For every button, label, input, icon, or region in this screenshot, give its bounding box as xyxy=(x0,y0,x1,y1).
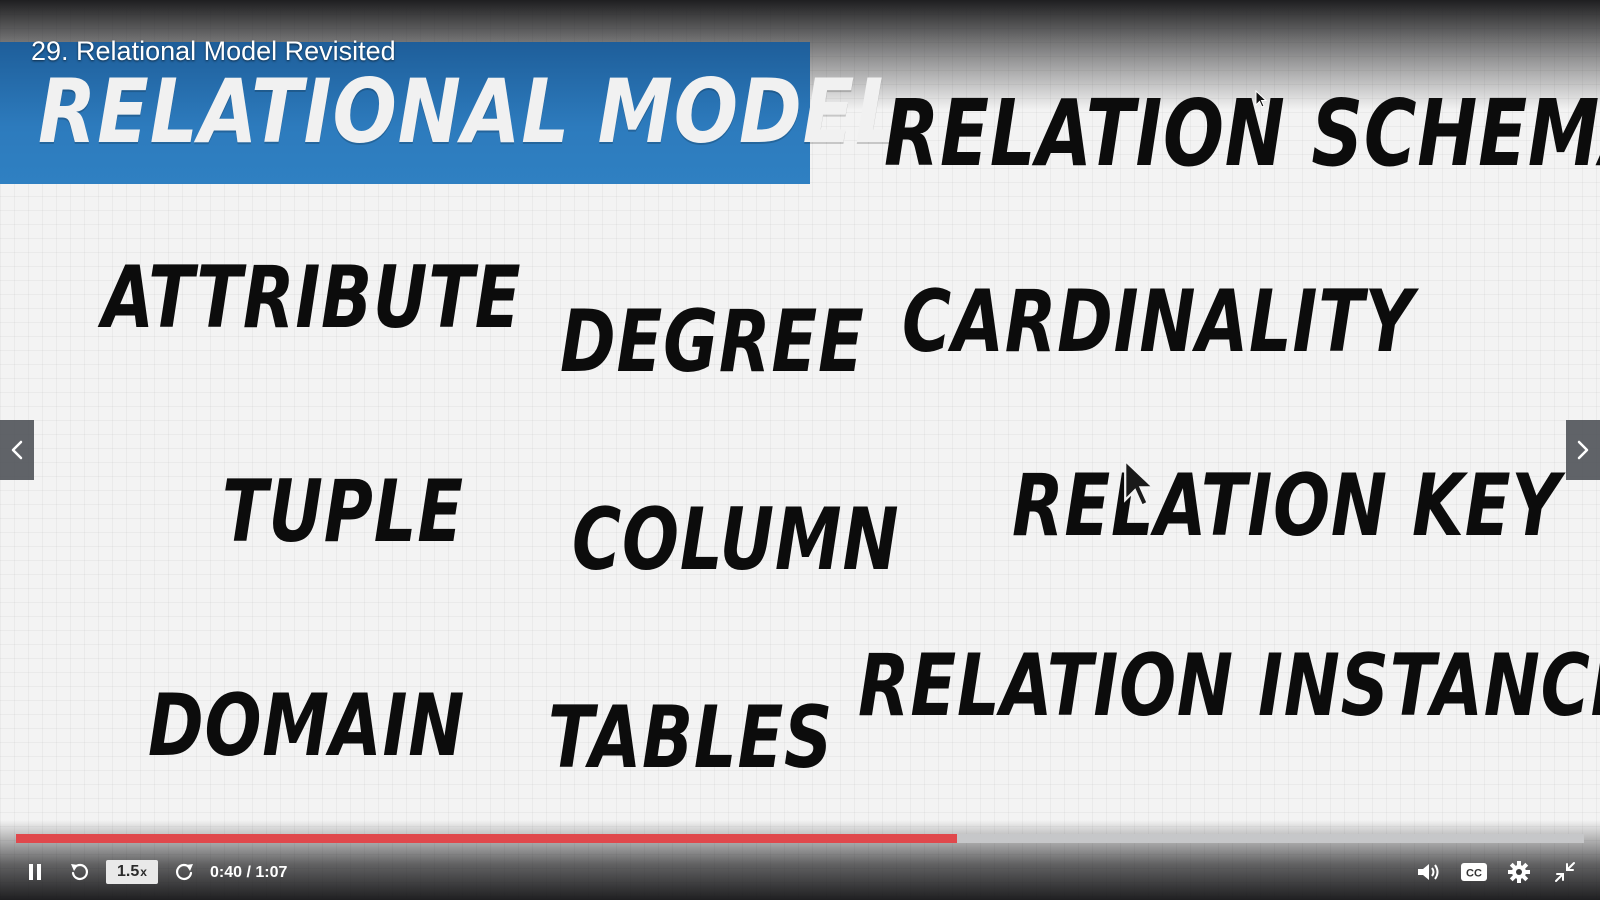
term-relation-instance: RELATION INSTANCE xyxy=(858,636,1600,736)
exit-fullscreen-button[interactable] xyxy=(1548,856,1582,888)
volume-button[interactable] xyxy=(1412,856,1446,888)
time-display: 0:40 / 1:07 xyxy=(210,864,288,881)
term-degree: DEGREE xyxy=(560,292,865,392)
next-lecture-button[interactable] xyxy=(1566,420,1600,480)
term-tuple: TUPLE xyxy=(222,462,464,562)
term-column: COLUMN xyxy=(572,490,900,590)
term-attribute: ATTRIBUTE xyxy=(102,248,522,348)
rewind-button[interactable] xyxy=(64,856,96,888)
chevron-left-icon xyxy=(11,440,23,460)
exit-fullscreen-icon xyxy=(1555,862,1575,882)
forward-icon xyxy=(176,863,193,880)
svg-text:CC: CC xyxy=(1466,868,1482,880)
pause-button[interactable] xyxy=(20,856,50,888)
captions-button[interactable]: CC xyxy=(1456,856,1492,888)
settings-icon xyxy=(1508,861,1530,883)
progress-played xyxy=(16,834,957,843)
forward-button[interactable] xyxy=(168,856,200,888)
captions-icon: CC xyxy=(1461,863,1487,881)
term-tables: TABLES xyxy=(548,688,834,788)
playback-speed-value: 1.5 xyxy=(117,863,140,880)
slide-banner xyxy=(0,42,810,184)
volume-icon xyxy=(1418,864,1439,880)
pause-icon xyxy=(29,864,41,880)
previous-lecture-button[interactable] xyxy=(0,420,34,480)
chevron-right-icon xyxy=(1577,440,1589,460)
playback-speed-suffix: x xyxy=(140,865,147,879)
term-domain: DOMAIN xyxy=(148,676,466,776)
rewind-icon xyxy=(71,863,88,880)
slide-banner-title: RELATIONAL MODEL xyxy=(38,60,905,163)
settings-button[interactable] xyxy=(1502,856,1536,888)
term-relation-key: RELATION KEY xyxy=(1012,456,1561,556)
term-relation-schema: RELATION SCHEMA xyxy=(884,80,1600,187)
video-title: 29. Relational Model Revisited xyxy=(31,36,396,66)
progress-bar[interactable] xyxy=(16,834,1584,843)
term-cardinality: CARDINALITY xyxy=(902,272,1415,372)
